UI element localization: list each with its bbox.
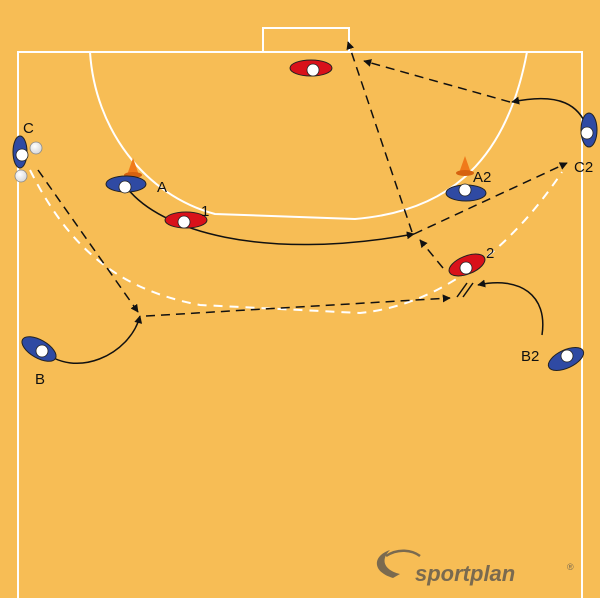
- pass-2-to-a: [419, 239, 444, 269]
- player-b: [21, 336, 57, 362]
- tick-mark: [462, 282, 474, 298]
- path-a-run: [126, 187, 415, 246]
- swoosh-icon: [385, 549, 421, 558]
- pass-to-c2: [413, 162, 568, 235]
- defender-2: [448, 253, 486, 277]
- label-2: 2: [486, 245, 494, 262]
- label-b2: B2: [521, 348, 539, 365]
- goal: [262, 27, 350, 53]
- pass-c2-to-wing: [363, 59, 511, 103]
- swoosh-icon: [376, 550, 400, 578]
- player-a2: [445, 183, 487, 202]
- label-a2: A2: [473, 169, 491, 186]
- shot-to-goal: [346, 41, 413, 233]
- player-b2: [547, 347, 585, 371]
- cone-icon: [456, 156, 474, 176]
- label-c2: C2: [574, 159, 593, 176]
- six-metre-line: [89, 51, 528, 221]
- label-b: B: [35, 371, 45, 388]
- nine-metre-line: [29, 169, 563, 315]
- player-c: [12, 135, 43, 183]
- defender-goalkeeper: [289, 59, 333, 77]
- label-a: A: [157, 179, 167, 196]
- player-c2: [580, 112, 598, 148]
- brand-name: sportplan: [415, 561, 515, 586]
- defender-1: [164, 211, 208, 229]
- ball-icon: [14, 169, 28, 183]
- tick-mark: [456, 282, 468, 298]
- brand-registered-mark: ®: [567, 562, 574, 572]
- label-1: 1: [201, 203, 209, 220]
- ball-icon: [29, 141, 43, 155]
- label-c: C: [23, 120, 34, 137]
- player-a: [105, 175, 147, 194]
- pass-b-to-b2: [145, 294, 451, 317]
- sportplan-logo: sportplan ®: [376, 549, 574, 586]
- path-b2-run: [477, 279, 544, 336]
